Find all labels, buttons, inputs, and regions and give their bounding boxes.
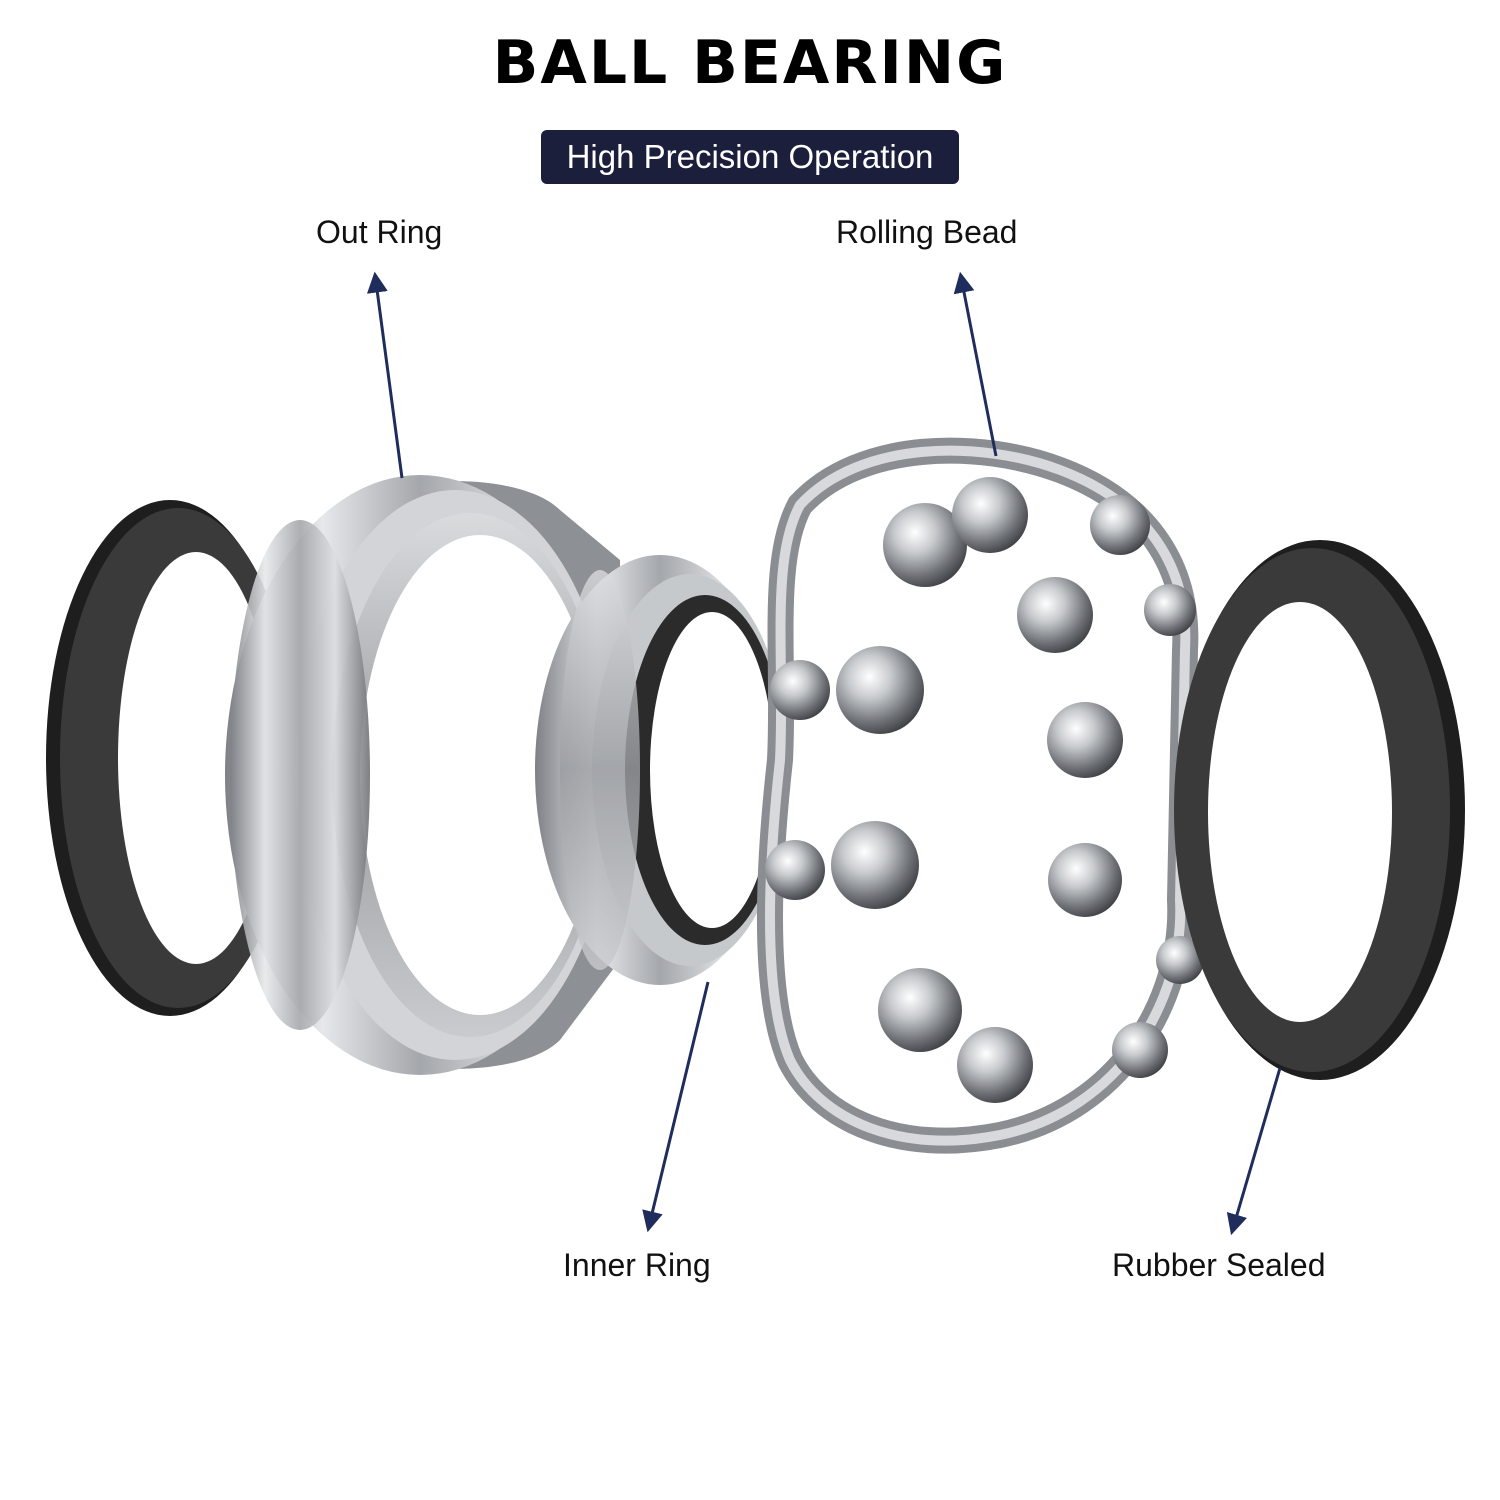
inner-ring-arrow bbox=[642, 981, 710, 1233]
ball-cage bbox=[757, 437, 1199, 1154]
rubber-sealed-arrow bbox=[1226, 1067, 1282, 1236]
rolling-bead-label: Rolling Bead bbox=[836, 214, 1018, 250]
subtitle-badge: High Precision Operation bbox=[541, 130, 959, 184]
rubber-sealed-label: Rubber Sealed bbox=[1112, 1247, 1326, 1283]
page-title: BALL BEARING bbox=[492, 28, 1008, 98]
rolling-balls bbox=[765, 477, 1204, 1103]
inner-ring bbox=[535, 555, 788, 985]
rolling-bead-arrow bbox=[953, 271, 998, 457]
out-ring-label: Out Ring bbox=[316, 214, 443, 250]
inner-ring-label: Inner Ring bbox=[563, 1247, 711, 1283]
out-ring-arrow bbox=[366, 271, 404, 479]
outer-ring bbox=[225, 475, 620, 1075]
right-rubber-seal bbox=[1174, 540, 1465, 1080]
